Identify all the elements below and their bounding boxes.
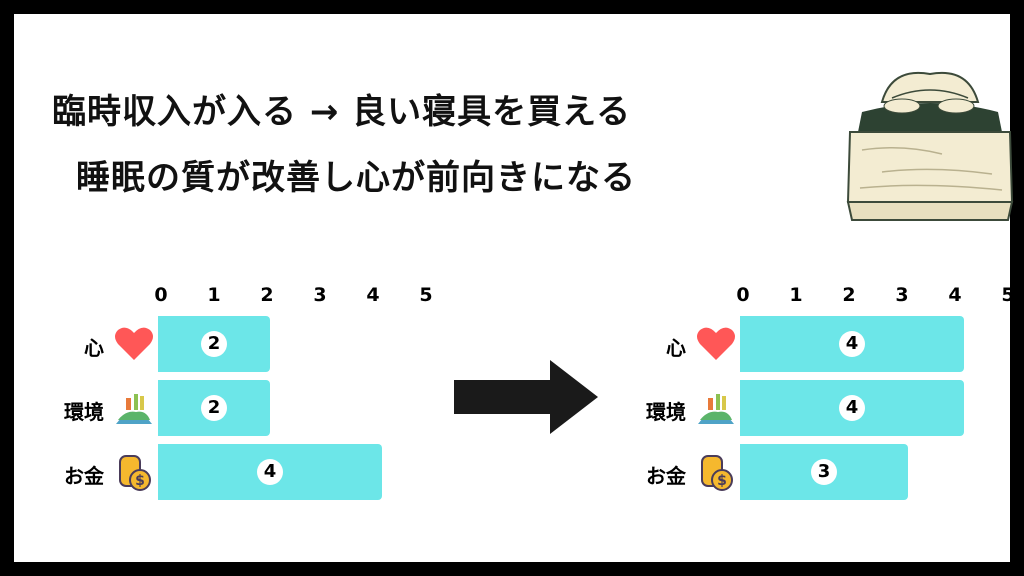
tick-label: 5 (419, 284, 433, 306)
tick-label: 5 (1001, 284, 1015, 306)
nature-globe-icon (694, 386, 738, 430)
category-label: 環境 (64, 400, 104, 424)
tick-label: 1 (789, 284, 803, 306)
data-label: 2 (201, 395, 227, 421)
bar: 2 (158, 380, 270, 436)
bed-illustration (846, 71, 1014, 221)
data-label: 4 (839, 331, 865, 357)
slide: 臨時収入が入る → 良い寝具を買える 睡眠の質が改善し心が前向きになる 0 1 2 3… (14, 14, 1015, 562)
svg-text:$: $ (717, 473, 727, 489)
coins-icon: $ (694, 450, 738, 494)
tick-label: 4 (366, 284, 380, 306)
bar: 3 (740, 444, 908, 500)
data-label: 2 (201, 331, 227, 357)
tick-label: 3 (313, 284, 327, 306)
bar: 4 (158, 444, 382, 500)
category-label: お金 (64, 464, 104, 488)
bar: 4 (740, 316, 964, 372)
heart-icon (694, 322, 738, 366)
tick-label: 2 (260, 284, 274, 306)
bar: 2 (158, 316, 270, 372)
heart-icon (112, 322, 156, 366)
tick-label: 2 (842, 284, 856, 306)
tick-label: 0 (736, 284, 750, 306)
category-label: 心 (84, 336, 104, 360)
data-label: 3 (811, 459, 837, 485)
category-label: お金 (646, 464, 686, 488)
nature-globe-icon (112, 386, 156, 430)
data-label: 4 (839, 395, 865, 421)
title-line-2: 睡眠の質が改善し心が前向きになる (76, 158, 636, 198)
category-label: 心 (666, 336, 686, 360)
category-label: 環境 (646, 400, 686, 424)
svg-text:$: $ (135, 473, 145, 489)
right-arrow-icon (454, 360, 598, 434)
title-line-1: 臨時収入が入る → 良い寝具を買える (52, 92, 632, 132)
tick-label: 0 (154, 284, 168, 306)
bar: 4 (740, 380, 964, 436)
coins-icon: $ (112, 450, 156, 494)
tick-label: 3 (895, 284, 909, 306)
tick-label: 4 (948, 284, 962, 306)
chart-after: 0 1 2 3 4 5 心 4 環境 4 お金 $3 (606, 284, 1015, 514)
tick-label: 1 (207, 284, 221, 306)
chart-before: 0 1 2 3 4 5 心 2 環境 2 お金 $4 (24, 284, 433, 514)
data-label: 4 (257, 459, 283, 485)
